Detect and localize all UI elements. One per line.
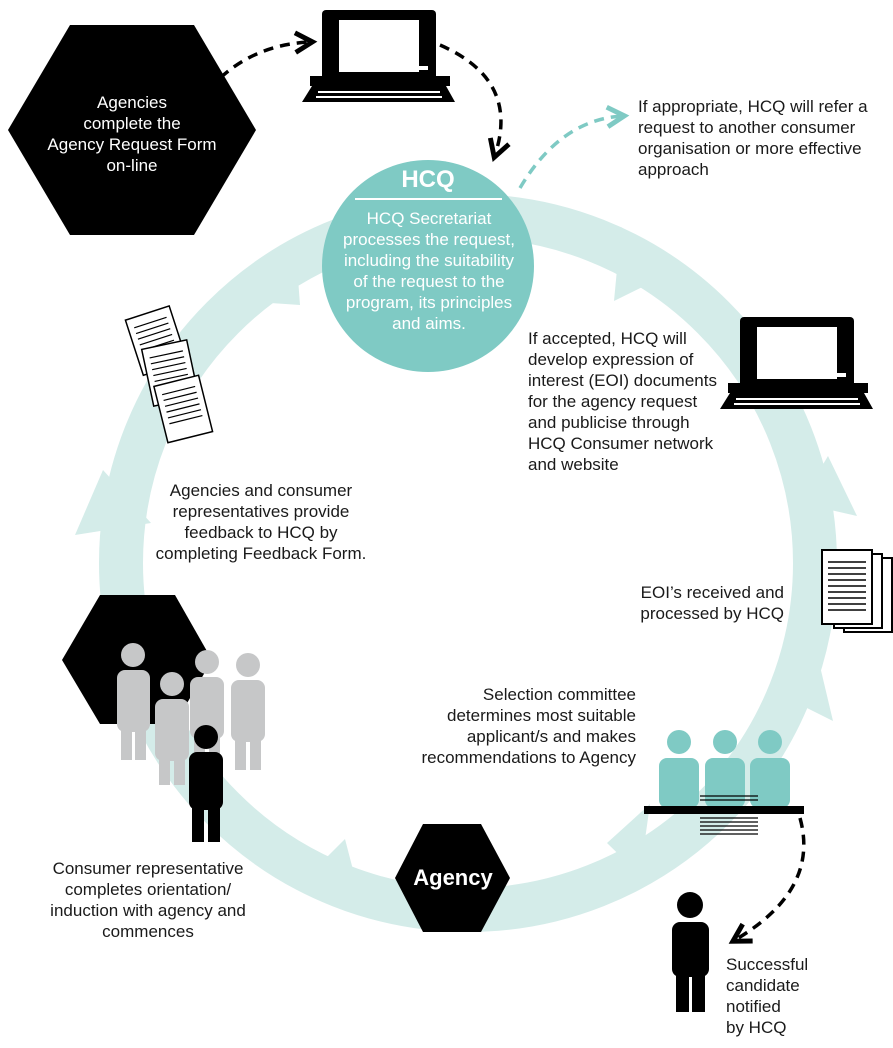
hcq-description: HCQ Secretariat processes the request, i… [343, 209, 515, 333]
ring-arrowhead-1 [614, 227, 673, 301]
accepted-label: If accepted, HCQ will develop expression… [528, 329, 717, 474]
people-group-icon [117, 643, 265, 842]
notified-label: Successful candidate notified by HCQ [726, 955, 809, 1037]
hcq-title: HCQ [401, 166, 455, 193]
hcq-circle [322, 160, 534, 372]
agency-hexagon [395, 824, 510, 932]
refer-label: If appropriate, HCQ will refer a request… [638, 97, 868, 179]
documents-icon [821, 549, 893, 633]
ring-arrowhead-3 [777, 662, 833, 721]
agency-request-hexagon [8, 25, 256, 235]
person-icon [672, 892, 709, 1012]
ring-arrowhead-6 [75, 470, 151, 535]
selection-label: Selection committee determines most suit… [421, 685, 636, 767]
eoi-received-label: EOI’s received and processed by HCQ [640, 583, 784, 623]
feedback-label: Agencies and consumer representatives pr… [155, 481, 367, 563]
orientation-label: Consumer representative completes orient… [50, 859, 246, 941]
dashed-arrow-hcq-to-refer [518, 116, 622, 189]
people-group-icon [644, 730, 804, 835]
ring-arrowhead-7 [225, 238, 300, 305]
dashed-arrow-computer-to-hcq [439, 43, 501, 155]
documents-icon [124, 305, 214, 444]
agency-request-label: Agencies complete the Agency Request For… [47, 93, 217, 175]
agency-label: Agency [413, 865, 493, 890]
ring-arrowhead-4 [607, 804, 650, 875]
ring-arrowhead-5 [312, 839, 365, 916]
ring-arrowhead-2 [800, 456, 857, 516]
computer-icon [720, 317, 873, 409]
computer-icon [302, 10, 455, 102]
dashed-arrow-to-candidate [735, 817, 806, 940]
